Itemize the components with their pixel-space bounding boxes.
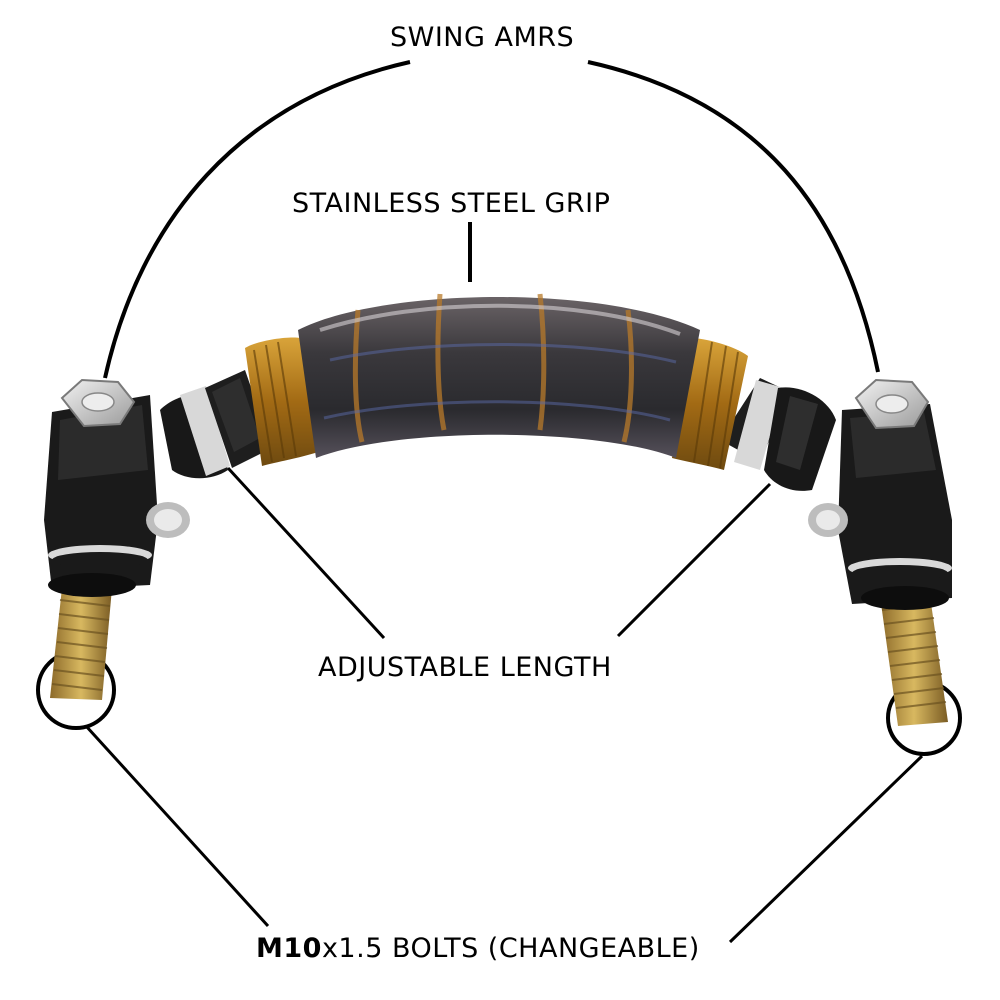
- swing-arms-callout-label: SWING AMRS: [390, 22, 575, 53]
- adjustable-length-callout-label: ADJUSTABLE LENGTH: [318, 652, 612, 683]
- swing-arm-callout-right: [587, 60, 880, 373]
- adjustable-callout-left: [226, 466, 386, 640]
- bolt-size-label: M10: [256, 933, 322, 964]
- right-adjuster: [720, 378, 836, 491]
- swing-arm-callout-left: [103, 60, 411, 379]
- bolt-spec-label: x1.5 BOLTS (CHANGEABLE): [321, 933, 700, 964]
- bolts-callout-label: M10x1.5 BOLTS (CHANGEABLE): [256, 935, 700, 962]
- adjustable-callout-right: [616, 482, 772, 638]
- stainless-steel-grip: [245, 293, 748, 470]
- right-mount-bracket: [808, 378, 952, 726]
- grip-callout-label: STAINLESS STEEL GRIP: [292, 188, 611, 219]
- left-mount-bracket: [44, 378, 190, 700]
- left-adjuster: [160, 370, 272, 479]
